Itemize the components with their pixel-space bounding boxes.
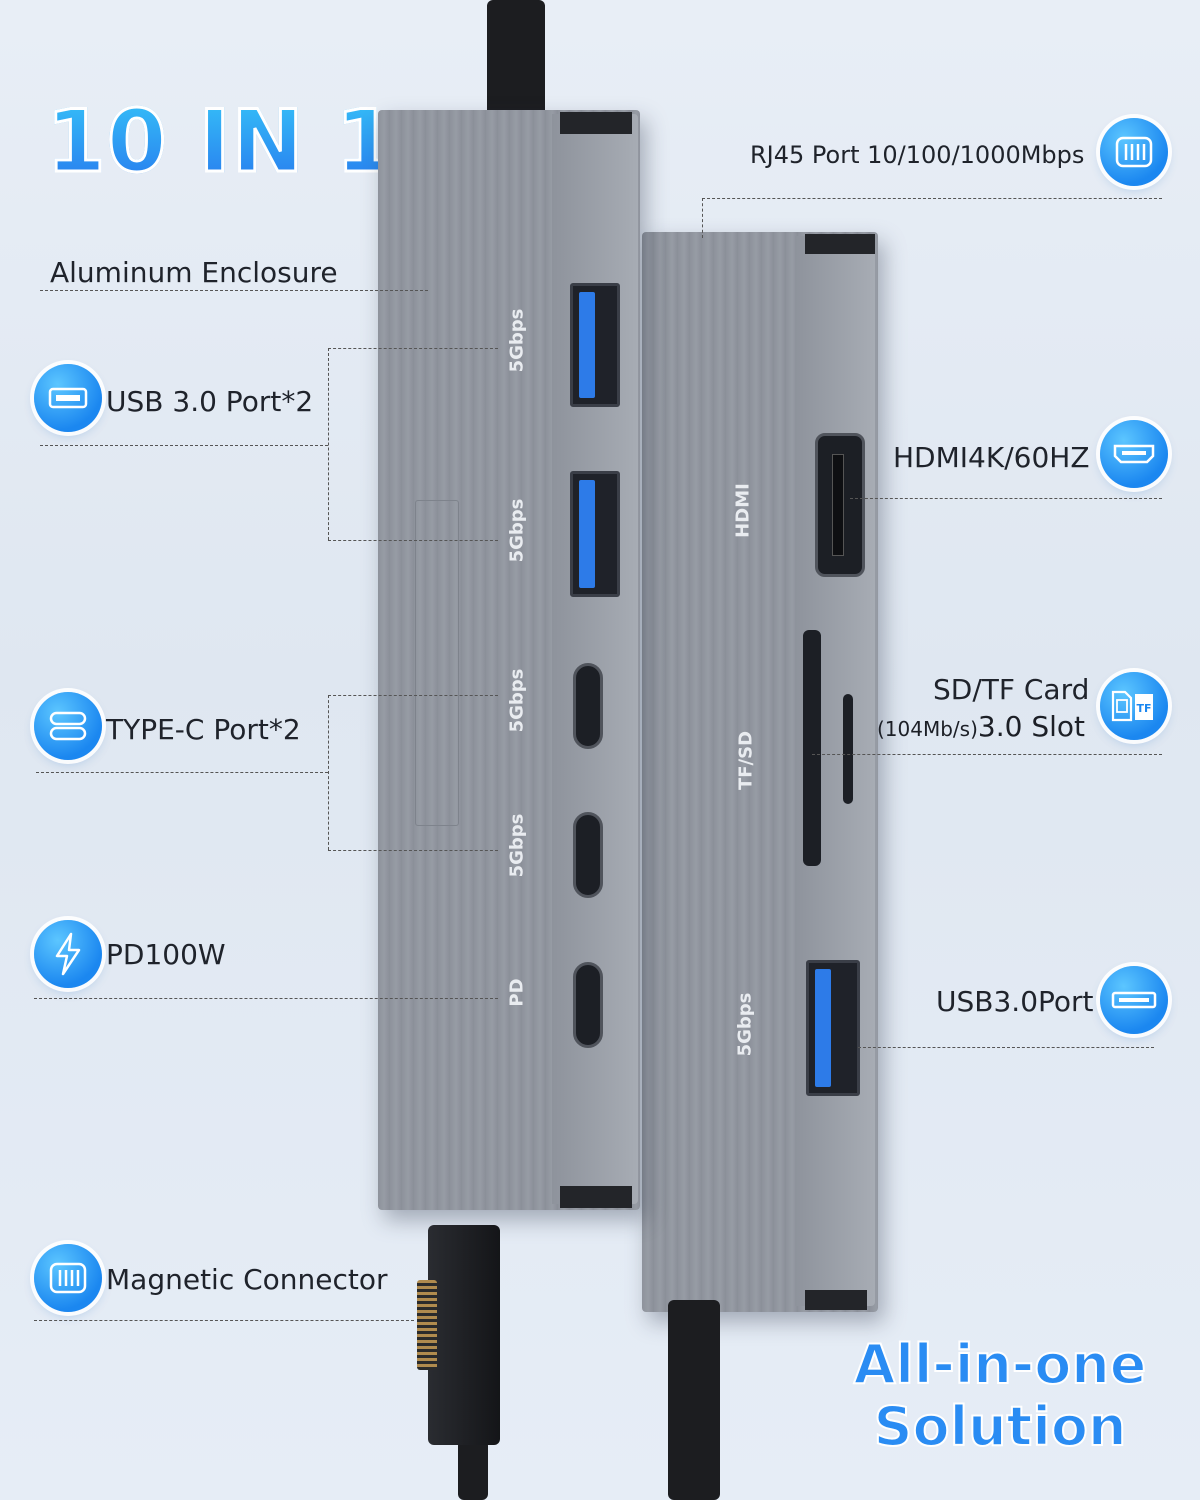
label-hdmi: HDMI4K/60HZ	[893, 441, 1090, 474]
label-sdtf-slot: 3.0 Slot	[977, 710, 1085, 743]
label-pd: PD100W	[106, 938, 226, 971]
line-rj45	[702, 198, 1162, 199]
hub-rear-cap-bottom	[805, 1290, 867, 1310]
label-magnetic: Magnetic Connector	[106, 1263, 388, 1296]
line-usb30-bracket	[328, 348, 329, 540]
usb-a-port-2	[570, 471, 620, 597]
sd-slot	[803, 630, 821, 866]
connector-cable	[458, 1440, 488, 1500]
line-pd	[34, 998, 498, 999]
ethernet-icon	[1100, 118, 1168, 186]
tf-slot	[843, 694, 853, 804]
label-rj45: RJ45 Port 10/100/1000Mbps	[750, 141, 1085, 169]
bottom-cable	[668, 1300, 720, 1500]
speed-marking-2: 5Gbps	[506, 498, 528, 563]
speed-marking-3: 5Gbps	[506, 668, 528, 733]
label-typec: TYPE-C Port*2	[106, 713, 301, 746]
tf-icon-text: TF	[1136, 702, 1151, 715]
hdmi-port	[815, 433, 865, 577]
slogan-line1: All-in-one	[853, 1333, 1148, 1397]
hub-front-panel	[415, 500, 459, 826]
line-hdmi	[850, 498, 1162, 499]
magnetic-connector-plug	[428, 1225, 500, 1445]
label-usb30port: USB3.0Port	[936, 985, 1094, 1018]
usb-c-port-pd	[573, 962, 603, 1048]
label-sdtf-speed: (104Mb/s)	[877, 717, 978, 741]
tfsd-marking: TF/SD	[735, 730, 757, 791]
usb-c-icon	[34, 692, 102, 760]
line-usb30	[40, 445, 328, 446]
pd-marking: PD	[506, 978, 528, 1007]
line-typec-bottom	[328, 850, 498, 851]
speed-marking-1: 5Gbps	[506, 308, 528, 373]
hub-front-cap-top	[560, 112, 632, 134]
line-aluminum	[40, 290, 428, 291]
hub-rear-cap-top	[805, 234, 875, 254]
slogan-line2: Solution	[873, 1395, 1128, 1459]
line-rj45-drop	[702, 198, 703, 238]
speed-marking-4: 5Gbps	[506, 813, 528, 878]
line-typec	[36, 772, 328, 773]
connector-icon	[34, 1244, 102, 1312]
line-typec-top	[328, 695, 498, 696]
line-sdtf	[812, 754, 1162, 755]
lightning-icon	[34, 920, 102, 988]
usb-port-icon	[1100, 966, 1168, 1034]
label-sdtf-1: SD/TF Card	[933, 673, 1090, 706]
sd-card-icon: TF	[1100, 672, 1168, 740]
line-usb30port	[858, 1047, 1154, 1048]
line-usb30-top	[328, 348, 498, 349]
top-cable	[487, 0, 545, 120]
speed-marking-rear: 5Gbps	[734, 992, 756, 1057]
hdmi-marking: HDMI	[732, 483, 754, 538]
usb-a-icon	[34, 364, 102, 432]
label-usb30: USB 3.0 Port*2	[106, 385, 314, 418]
hub-front-cap-bottom	[560, 1186, 632, 1208]
line-usb30-bottom	[328, 540, 498, 541]
usb-a-port-rear	[806, 960, 860, 1096]
usb-a-port-1	[570, 283, 620, 407]
hdmi-icon	[1100, 420, 1168, 488]
line-typec-bracket	[328, 695, 329, 850]
magnetic-connector-pins	[417, 1280, 437, 1370]
line-magnetic	[34, 1320, 414, 1321]
label-sdtf-2: (104Mb/s)3.0 Slot	[877, 710, 1085, 743]
usb-c-port-2	[573, 812, 603, 898]
headline: 10 IN 1	[44, 91, 397, 194]
slogan: All-in-one Solution	[850, 1333, 1150, 1459]
label-aluminum: Aluminum Enclosure	[50, 256, 338, 289]
usb-c-port-1	[573, 663, 603, 749]
